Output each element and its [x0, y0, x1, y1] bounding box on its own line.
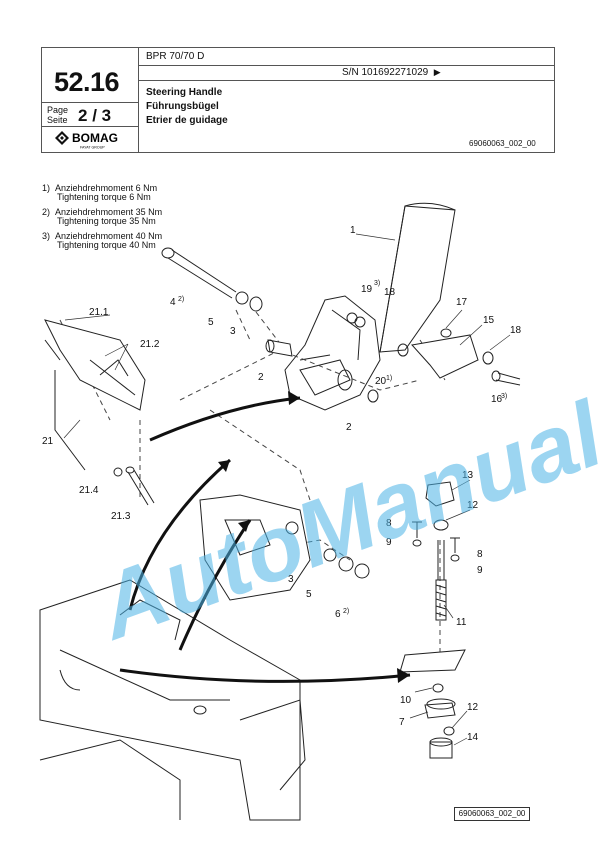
title-fr: Etrier de guidage [146, 115, 228, 126]
exploded-parts-diagram: 1 2 2 3 3 4 2) 5 5 6 2) 7 8 8 9 9 10 11 … [39, 202, 522, 821]
assembly-arrows [119, 396, 411, 683]
svg-text:BOMAG: BOMAG [72, 131, 118, 145]
label-21-2: 21.2 [140, 339, 160, 350]
label-9: 9 [386, 537, 392, 548]
label-21-3: 21.3 [111, 511, 131, 522]
drawing-ref-code: 69060063_002_00 [469, 139, 536, 148]
label-15: 15 [483, 315, 495, 326]
bushing-2-left [265, 339, 293, 357]
label-18: 18 [384, 287, 396, 298]
label-18: 18 [510, 325, 522, 336]
label-6-note: 2) [343, 608, 349, 615]
label-21: 21 [42, 436, 54, 447]
label-8: 8 [477, 549, 483, 560]
part-21-assembly [44, 319, 146, 471]
serial-number: S/N 101692271029 ▶ [342, 67, 441, 78]
label-20: 20 [375, 376, 387, 387]
label-12: 12 [467, 702, 479, 713]
label-12: 12 [467, 500, 479, 511]
label-10: 10 [400, 695, 412, 706]
label-4: 4 [170, 297, 176, 308]
label-16: 16 [491, 394, 503, 405]
label-2: 2 [346, 422, 352, 433]
label-8: 8 [386, 518, 392, 529]
label-21-4: 21.4 [79, 485, 99, 496]
label-13: 13 [462, 470, 474, 481]
label-19-note: 3) [374, 280, 380, 287]
svg-text:FAYAT GROUP: FAYAT GROUP [80, 146, 105, 150]
title-en: Steering Handle [146, 87, 223, 98]
label-3: 3 [288, 574, 294, 585]
arrow-head-icon [238, 520, 250, 532]
label-16-note: 3) [501, 393, 507, 400]
torque-note-3: 3) Anziehdrehmoment 40 Nm Tightening tor… [42, 231, 163, 250]
page-count: 2 / 3 [78, 106, 112, 125]
label-5: 5 [306, 589, 312, 600]
label-11: 11 [456, 617, 467, 628]
label-2: 2 [258, 372, 264, 383]
label-21-1: 21.1 [89, 307, 109, 318]
machine-frame [39, 579, 306, 821]
label-6: 6 [335, 609, 341, 620]
page-label: Page Seite [47, 105, 69, 125]
handle-tube [379, 202, 456, 353]
label-17: 17 [456, 297, 468, 308]
steering-bracket [284, 295, 381, 411]
label-3: 3 [230, 326, 236, 337]
bolt-4 [161, 247, 263, 312]
knob-spring-assembly [399, 481, 466, 759]
footer-drawing-ref: 69060063_002_00 [454, 807, 530, 821]
screws-8-9 [412, 521, 460, 562]
label-5: 5 [208, 317, 214, 328]
label-4-note: 2) [178, 296, 184, 303]
page-section-number: 52.16 [54, 67, 120, 97]
arrow-head-icon [397, 668, 410, 683]
logo-diamond-icon [55, 131, 69, 145]
arrow-head-icon [288, 391, 300, 405]
label-1: 1 [350, 225, 356, 236]
bolt-21-3 [113, 466, 155, 506]
serial-arrow-icon: ▶ [433, 67, 441, 77]
label-7: 7 [399, 717, 405, 728]
arrow-head-icon [218, 460, 230, 472]
label-19: 19 [361, 284, 373, 295]
title-block: BPR 70/70 D S/N 101692271029 ▶ 52.16 Pag… [41, 47, 555, 153]
torque-note-1: 1) Anziehdrehmoment 6 Nm Tightening torq… [42, 183, 158, 202]
torque-note-2: 2) Anziehdrehmoment 35 Nm Tightening tor… [42, 207, 163, 226]
title-de: Führungsbügel [146, 101, 219, 112]
label-9: 9 [477, 565, 483, 576]
label-20-note: 1) [386, 375, 392, 382]
bomag-logo: BOMAG FAYAT GROUP [54, 130, 134, 155]
label-14: 14 [467, 732, 479, 743]
model-name: BPR 70/70 D [146, 51, 205, 62]
clamp-assembly [397, 328, 521, 386]
